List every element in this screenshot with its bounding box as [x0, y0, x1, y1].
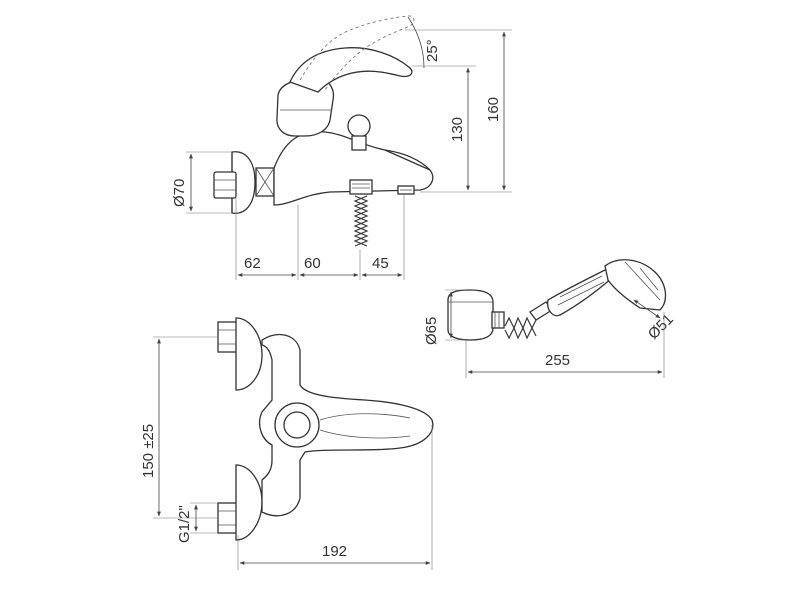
hand-shower-dimensions: Ø65 Ø51 255 — [423, 289, 677, 378]
height-160-label: 160 — [485, 97, 502, 122]
side-view — [213, 15, 434, 247]
height-130-label: 130 — [449, 117, 466, 142]
diameter-70-label: Ø70 — [171, 179, 188, 207]
front-view — [217, 317, 434, 541]
front-view-dimensions: 150 ±25 G1/2" 192 — [140, 336, 433, 570]
side-view-dimensions: 25° 130 160 Ø70 62 60 45 — [171, 16, 512, 280]
width-45-label: 45 — [372, 255, 389, 272]
center-distance-label: 150 ±25 — [140, 424, 157, 478]
width-192-label: 192 — [322, 543, 347, 560]
angle-label: 25° — [424, 39, 441, 62]
width-62-label: 62 — [244, 255, 261, 272]
diameter-51-label: Ø51 — [645, 311, 677, 343]
diameter-65-label: Ø65 — [423, 317, 440, 345]
thread-size-label: G1/2" — [176, 505, 193, 543]
width-60-label: 60 — [304, 255, 321, 272]
hand-shower-view — [447, 259, 667, 341]
length-255-label: 255 — [545, 352, 570, 369]
